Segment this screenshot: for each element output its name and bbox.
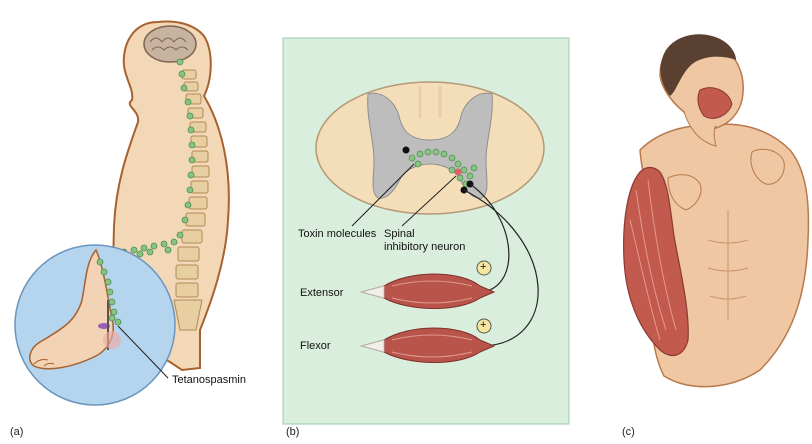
panel-c-label: (c) xyxy=(622,426,635,438)
